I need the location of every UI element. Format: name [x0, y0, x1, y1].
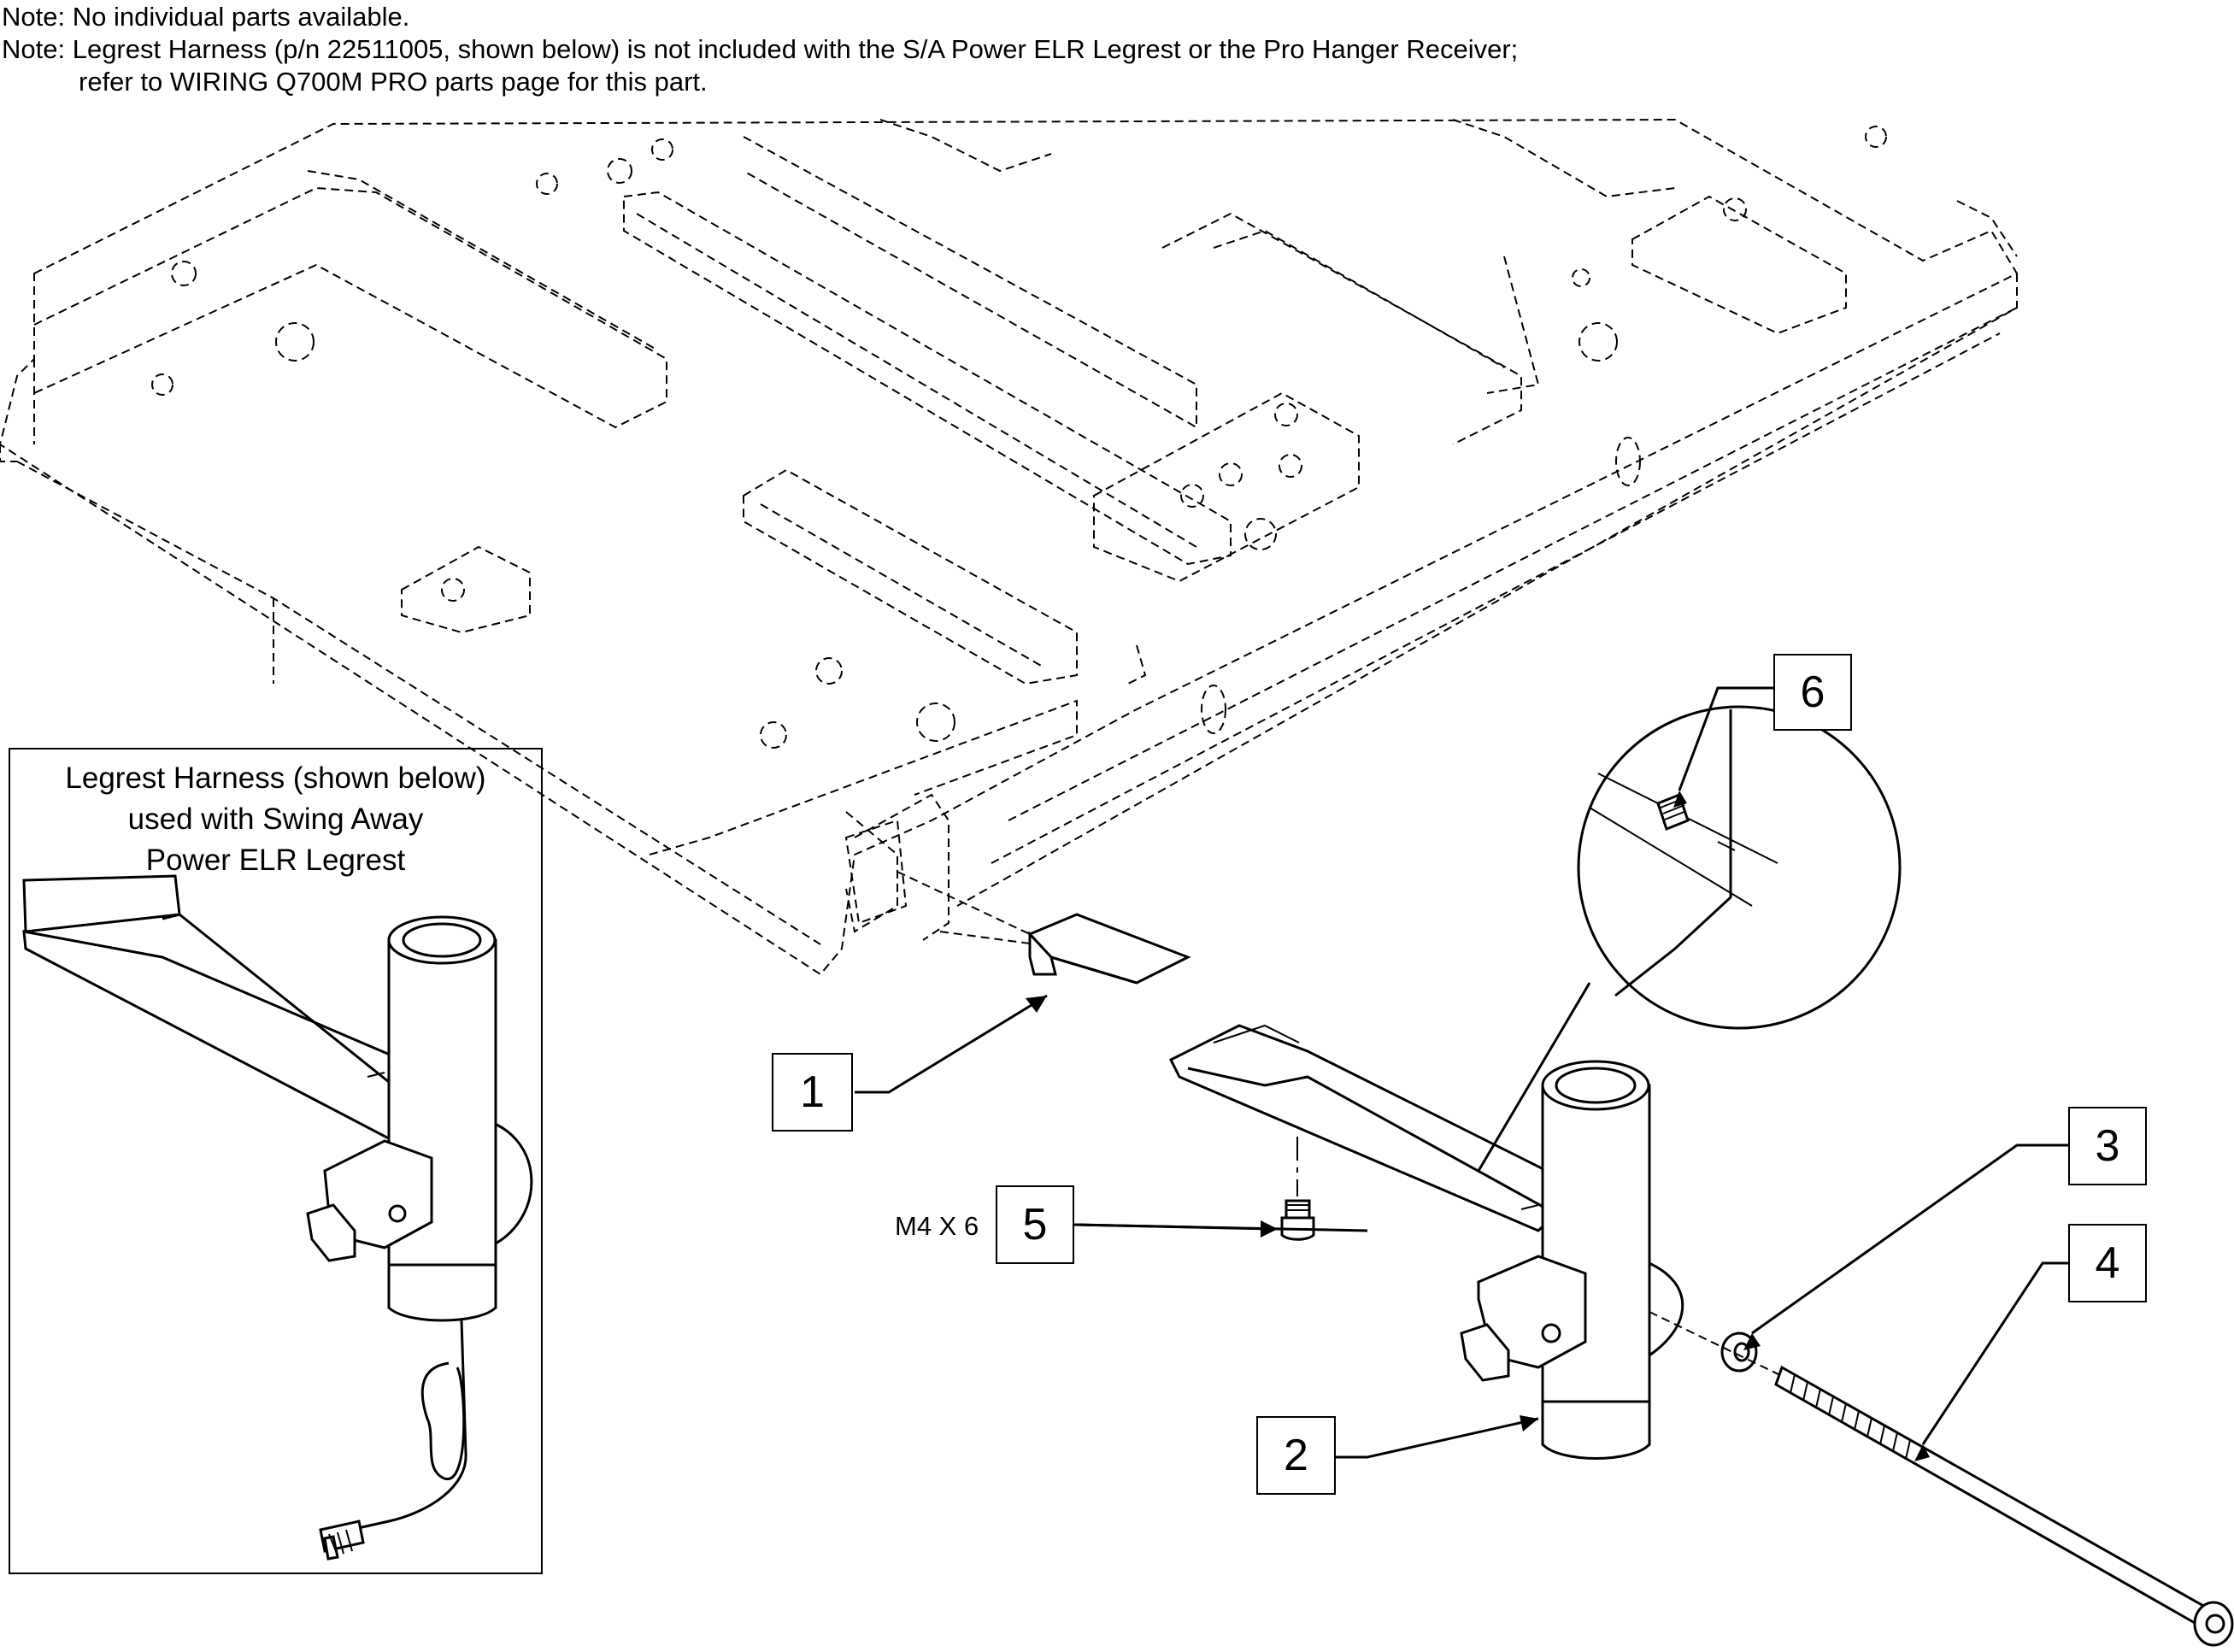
- inset-title-line2: used with Swing Away: [127, 802, 424, 836]
- callout-3: 3: [2068, 1107, 2147, 1185]
- note-legrest-harness: Note: Legrest Harness (p/n 22511005, sho…: [2, 34, 1519, 64]
- fastener-size-label: M4 X 6: [895, 1211, 979, 1241]
- callout-4: 4: [2068, 1224, 2147, 1302]
- part-4-bolt: [1649, 1311, 2234, 1647]
- callout-2: 2: [1256, 1416, 1336, 1495]
- inset-title-line3: Power ELR Legrest: [145, 844, 406, 877]
- part-1-insert-block: [897, 871, 1191, 985]
- note-wiring-reference: refer to WIRING Q700M PRO parts page for…: [79, 67, 708, 97]
- inset-harness-drawing: [22, 874, 533, 1561]
- note-no-individual-parts: Note: No individual parts available.: [2, 2, 410, 32]
- part-5-set-screw: [1280, 1137, 1315, 1241]
- seat-pan-frame: [0, 118, 2019, 976]
- callout-6: 6: [1773, 654, 1852, 731]
- part-2-hanger-receiver: [1168, 1024, 1684, 1460]
- callout-5: 5: [996, 1185, 1074, 1264]
- leader-arrowheads: [1026, 791, 1930, 1461]
- callout-1: 1: [772, 1053, 853, 1132]
- inset-title-line1: Legrest Harness (shown below): [65, 761, 486, 795]
- part-6-detail-view: [1477, 705, 1902, 1172]
- inset-harness-box: Legrest Harness (shown below) used with …: [9, 748, 543, 1574]
